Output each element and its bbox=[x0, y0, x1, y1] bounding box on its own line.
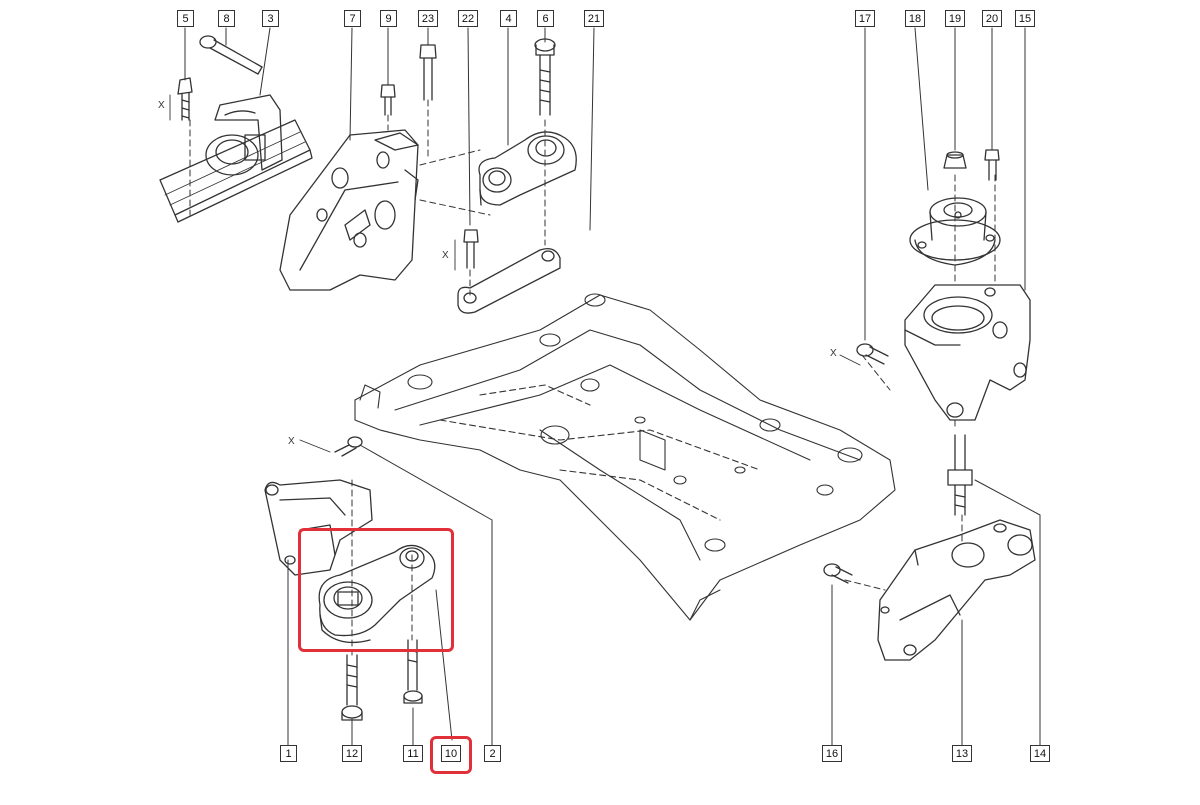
part-label-7: 7 bbox=[344, 10, 361, 27]
bolt-22 bbox=[463, 229, 479, 269]
part-label-13: 13 bbox=[952, 745, 972, 762]
part-label-16: 16 bbox=[822, 745, 842, 762]
leader-lines bbox=[184, 27, 1041, 746]
part-4-torque-rod bbox=[478, 131, 577, 206]
axis-mark-x: X bbox=[158, 100, 165, 111]
part-3-bracket bbox=[159, 94, 313, 223]
axis-arrows bbox=[169, 94, 861, 453]
bolt-17 bbox=[856, 343, 889, 365]
bolt-16 bbox=[823, 563, 853, 584]
part-label-12: 12 bbox=[342, 745, 362, 762]
bolt-23 bbox=[419, 44, 437, 101]
part-label-10-highlight bbox=[430, 736, 472, 774]
part-label-1: 1 bbox=[280, 745, 297, 762]
part-label-9: 9 bbox=[380, 10, 397, 27]
part-label-11: 11 bbox=[403, 745, 423, 762]
part-label-8: 8 bbox=[218, 10, 235, 27]
part-label-20: 20 bbox=[982, 10, 1002, 27]
part-label-5: 5 bbox=[177, 10, 194, 27]
part-13-bracket bbox=[877, 519, 1036, 661]
bolt-5 bbox=[177, 77, 193, 121]
assembly-dash-lines bbox=[189, 99, 996, 656]
part-18-mount bbox=[909, 197, 1001, 266]
part-label-15: 15 bbox=[1015, 10, 1035, 27]
axis-mark-x: X bbox=[830, 348, 837, 359]
part-label-6: 6 bbox=[537, 10, 554, 27]
part-7-bracket bbox=[279, 129, 419, 291]
part-21-link bbox=[457, 247, 561, 314]
axis-mark-x: X bbox=[442, 250, 449, 261]
part-label-22: 22 bbox=[458, 10, 478, 27]
bolt-20 bbox=[984, 149, 1000, 181]
stud-14 bbox=[947, 434, 973, 516]
part-label-17: 17 bbox=[855, 10, 875, 27]
part-label-3: 3 bbox=[262, 10, 279, 27]
part-label-23: 23 bbox=[418, 10, 438, 27]
bolt-6 bbox=[534, 38, 556, 116]
part-15-bracket bbox=[904, 284, 1031, 421]
axis-mark-x: X bbox=[288, 436, 295, 447]
part-label-4: 4 bbox=[500, 10, 517, 27]
bolt-8 bbox=[199, 35, 263, 75]
part-label-19: 19 bbox=[945, 10, 965, 27]
part-10-highlight-frame bbox=[298, 528, 454, 652]
part-label-10: 10 bbox=[441, 745, 461, 762]
part-label-21: 21 bbox=[584, 10, 604, 27]
part-10-torque-rod bbox=[318, 544, 436, 644]
part-label-14: 14 bbox=[1030, 745, 1050, 762]
nut-19 bbox=[943, 151, 967, 169]
part-label-2: 2 bbox=[484, 745, 501, 762]
bolt-9 bbox=[380, 84, 396, 116]
bolt-2 bbox=[334, 436, 363, 457]
subframe bbox=[354, 293, 896, 621]
bolt-12 bbox=[341, 654, 363, 721]
part-label-18: 18 bbox=[905, 10, 925, 27]
